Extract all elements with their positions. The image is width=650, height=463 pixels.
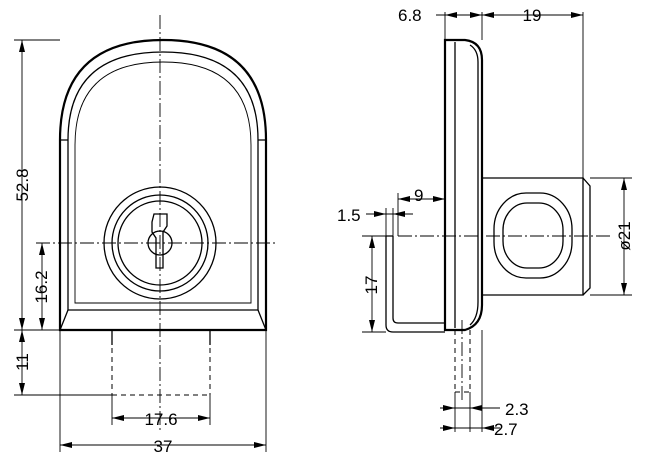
hook	[385, 235, 445, 333]
cam-oval-inner	[502, 202, 564, 269]
housing-inner-arch	[67, 51, 259, 141]
dim-key-center: 16.2	[32, 270, 51, 303]
housing-bevel	[67, 140, 259, 311]
dim-hook-gap: 9	[414, 186, 423, 205]
housing-outline	[58, 38, 268, 332]
cam-oval-outer	[493, 192, 573, 279]
front-view: 52.8 16.2 11 17.6 37	[13, 15, 275, 456]
dim-body-diameter: ø21	[615, 221, 634, 250]
dim-plate-thickness: 6.8	[398, 6, 422, 25]
dim-cylinder-width: 17.6	[144, 410, 177, 429]
rear-body	[482, 177, 584, 296]
cylinder-hidden	[111, 330, 211, 396]
dim-cam-offset: 19	[523, 6, 542, 25]
dim-slot-a: 2.3	[505, 400, 529, 419]
dim-cylinder-length: 11	[13, 353, 32, 371]
shaft-hidden	[454, 330, 471, 393]
dim-slot-b: 2.7	[494, 420, 518, 439]
keyway-slot	[151, 213, 168, 269]
dim-height-total: 52.8	[13, 168, 32, 201]
front-plate	[443, 38, 484, 332]
dim-hook-height: 17	[362, 276, 381, 295]
side-view: 6.8 19 9 1.5 17 ø21	[337, 6, 634, 439]
dim-hook-thickness: 1.5	[337, 206, 361, 225]
dim-width-total: 37	[154, 437, 173, 456]
